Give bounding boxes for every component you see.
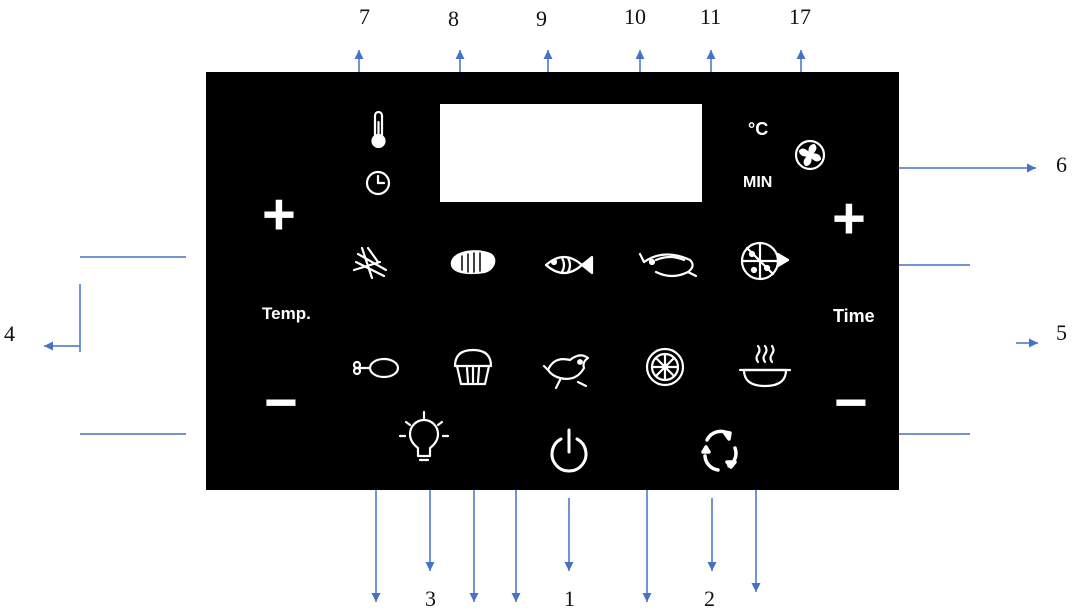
callout-3: 3 — [425, 586, 436, 611]
power-icon[interactable] — [550, 428, 588, 473]
callout-9: 9 — [536, 6, 547, 31]
temp-plus-button[interactable]: + — [262, 182, 296, 247]
callout-2: 2 — [704, 586, 715, 611]
pizza-icon — [740, 241, 790, 281]
thermometer-icon — [371, 110, 386, 149]
callout-5: 5 — [1056, 320, 1067, 345]
callout-6: 6 — [1056, 152, 1067, 177]
cycle-icon[interactable] — [701, 429, 738, 472]
lemon-icon — [645, 347, 685, 387]
callout-4: 4 — [4, 321, 15, 346]
time-label: Time — [833, 306, 875, 326]
temp-label: Temp. — [262, 304, 311, 323]
chicken-icon — [542, 354, 590, 390]
callout-10: 10 — [624, 4, 646, 29]
fries-icon — [352, 246, 388, 280]
cake-icon — [453, 348, 493, 386]
callout-11: 11 — [700, 4, 722, 29]
drumstick-icon — [352, 357, 400, 379]
clock-icon — [365, 170, 391, 196]
steak-icon — [450, 250, 496, 275]
fish-icon — [544, 255, 594, 275]
shrimp-icon — [638, 252, 698, 278]
minutes-unit: MIN — [743, 174, 773, 191]
light-icon — [398, 410, 450, 462]
time-plus-button[interactable]: + — [832, 186, 866, 251]
callout-17: 17 — [789, 4, 811, 29]
callout-8: 8 — [448, 6, 459, 31]
celsius-unit: °C — [748, 119, 769, 139]
time-minus-button[interactable]: − — [834, 370, 868, 435]
fan-icon — [794, 139, 826, 171]
callout-lines — [44, 50, 1038, 602]
callout-1: 1 — [564, 586, 575, 611]
temp-minus-button[interactable]: − — [264, 370, 298, 435]
lcd-display — [440, 104, 702, 202]
callout-7: 7 — [359, 4, 370, 29]
soup-icon — [738, 344, 792, 388]
